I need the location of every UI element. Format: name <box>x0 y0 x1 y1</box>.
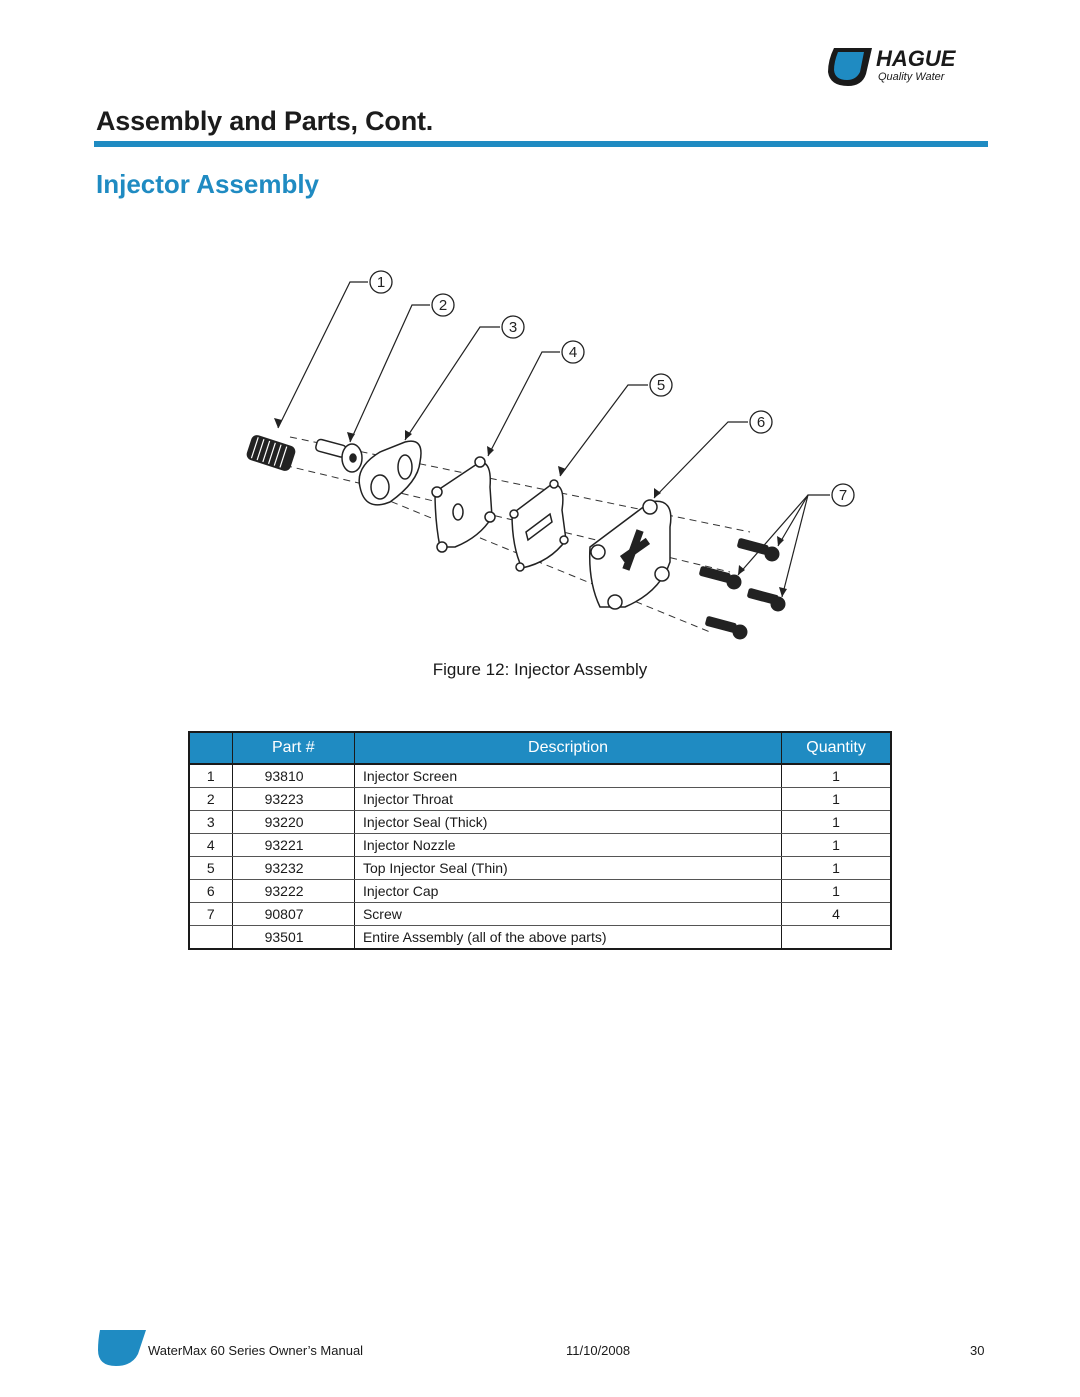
leader-lines <box>277 281 830 598</box>
part-description: Injector Seal (Thick) <box>353 810 783 834</box>
top-injector-seal-part <box>509 479 569 572</box>
table-row: 93501 Entire Assembly (all of the above … <box>188 925 892 950</box>
part-description: Screw <box>353 902 783 926</box>
callout-1: 1 <box>377 274 385 291</box>
table-row: 5 93232 Top Injector Seal (Thin) 1 <box>188 856 892 880</box>
logo-tagline: Quality Water <box>878 71 946 83</box>
callout-3: 3 <box>509 319 517 336</box>
callout-6: 6 <box>757 414 765 431</box>
item-number: 6 <box>188 879 233 903</box>
drop-icon <box>98 1330 146 1366</box>
table-row: 3 93220 Injector Seal (Thick) 1 <box>188 810 892 834</box>
callout-5: 5 <box>657 377 665 394</box>
table-row: 1 93810 Injector Screen 1 <box>188 763 892 788</box>
part-number: 93222 <box>231 879 355 903</box>
part-description: Entire Assembly (all of the above parts) <box>353 925 783 950</box>
item-number: 1 <box>188 763 233 788</box>
part-description: Injector Cap <box>353 879 783 903</box>
hague-logo-graphic: HAGUE Quality Water <box>828 46 957 86</box>
parts-table: Part # Description Quantity 1 93810 Inje… <box>188 731 892 950</box>
part-quantity: 1 <box>781 763 892 788</box>
item-number: 5 <box>188 856 233 880</box>
part-number: 93220 <box>231 810 355 834</box>
figure-caption: Figure 12: Injector Assembly <box>432 660 648 679</box>
header-description: Description <box>353 731 783 765</box>
assembly-axis-lines <box>249 436 751 633</box>
part-quantity: 1 <box>781 879 892 903</box>
table-row: 4 93221 Injector Nozzle 1 <box>188 833 892 857</box>
part-number: 93810 <box>231 763 355 788</box>
item-number: 4 <box>188 833 233 857</box>
footer-page-number: 30 <box>970 1343 985 1358</box>
part-description: Top Injector Seal (Thin) <box>353 856 783 880</box>
part-description: Injector Nozzle <box>353 833 783 857</box>
part-number: 93501 <box>231 925 355 950</box>
logo-wordmark: HAGUE <box>876 46 957 71</box>
callout-2: 2 <box>439 297 447 314</box>
injector-nozzle-part <box>431 456 496 553</box>
item-number: 3 <box>188 810 233 834</box>
part-number: 93223 <box>231 787 355 811</box>
footer-date: 11/10/2008 <box>566 1343 631 1358</box>
header-part-number: Part # <box>231 731 355 765</box>
callout-circles <box>369 270 855 507</box>
part-description: Injector Screen <box>353 763 783 788</box>
injector-assembly-figure: 1 2 3 4 5 6 7 <box>230 262 870 652</box>
injector-throat-part <box>315 438 363 473</box>
table-row: 7 90807 Screw 4 <box>188 902 892 926</box>
item-number: 2 <box>188 787 233 811</box>
page-title: Assembly and Parts, Cont. <box>96 106 434 136</box>
item-number: 7 <box>188 902 233 926</box>
leader-arrowheads <box>274 418 787 597</box>
heading-rule <box>94 141 988 147</box>
callout-4: 4 <box>569 344 577 361</box>
table-row: 2 93223 Injector Throat 1 <box>188 787 892 811</box>
header-item <box>188 731 233 765</box>
injector-exploded-view: 1 2 3 4 5 6 7 <box>246 270 855 640</box>
part-quantity: 1 <box>781 833 892 857</box>
screw-parts <box>699 538 786 640</box>
part-quantity: 1 <box>781 810 892 834</box>
part-quantity: 1 <box>781 787 892 811</box>
part-number: 90807 <box>231 902 355 926</box>
section-title: Injector Assembly <box>96 169 320 199</box>
part-quantity: 4 <box>781 902 892 926</box>
hague-logo: HAGUE Quality Water <box>826 42 988 88</box>
footer-manual-title: WaterMax 60 Series Owner’s Manual <box>148 1343 364 1358</box>
callout-7: 7 <box>839 487 847 504</box>
table-header-row: Part # Description Quantity <box>188 731 892 765</box>
injector-screen-part <box>246 435 296 471</box>
footer-drop-logo <box>96 1328 148 1368</box>
injector-cap-part <box>588 499 672 610</box>
part-quantity: 1 <box>781 856 892 880</box>
header-quantity: Quantity <box>781 731 892 765</box>
part-number: 93232 <box>231 856 355 880</box>
part-number: 93221 <box>231 833 355 857</box>
item-number <box>188 925 233 950</box>
injector-seal-thick-part <box>358 440 422 506</box>
part-description: Injector Throat <box>353 787 783 811</box>
part-quantity <box>781 925 892 950</box>
table-row: 6 93222 Injector Cap 1 <box>188 879 892 903</box>
